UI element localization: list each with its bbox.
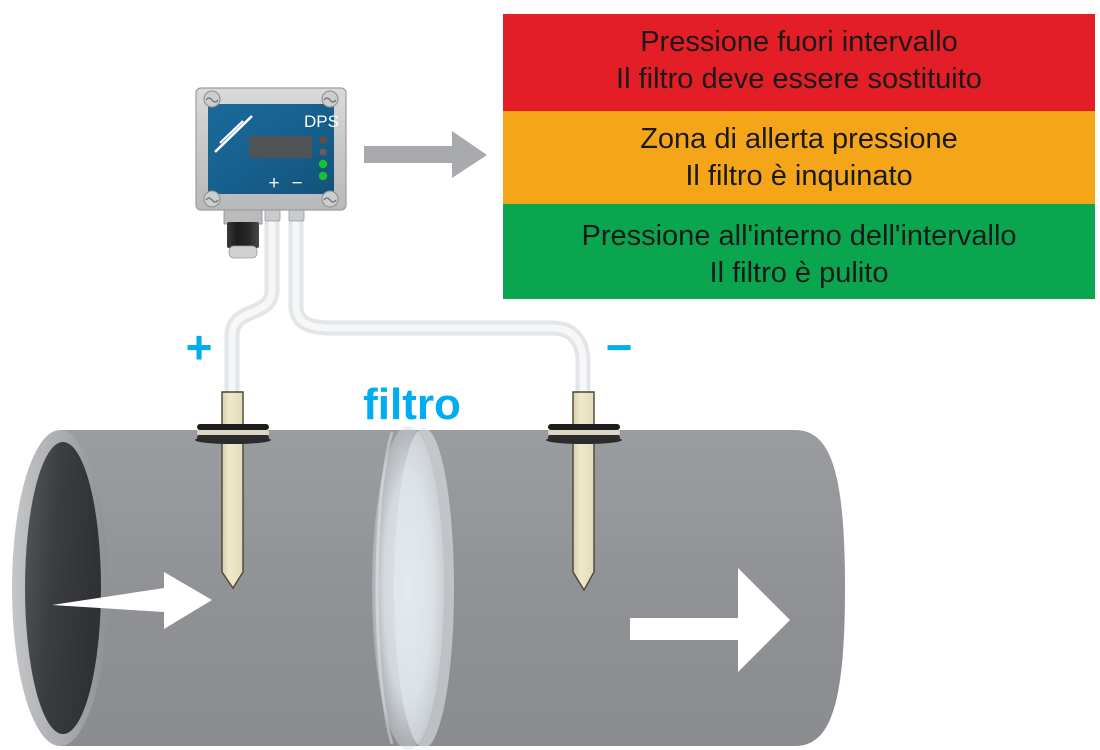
filter-element	[372, 426, 454, 750]
legend-ok-line2: Il filtro è pulito	[710, 257, 889, 289]
probe-plus	[195, 391, 271, 590]
airflow-arrow-outlet	[630, 568, 790, 672]
filter-title-label: filtro	[363, 380, 461, 429]
pressure-tubing	[224, 218, 591, 400]
brand-logo-icon	[214, 115, 253, 153]
legend-alarm-line1: Pressione fuori intervallo	[640, 26, 958, 58]
port-plus-label: +	[186, 321, 213, 373]
screw-top-right	[321, 90, 339, 108]
device-button-plus[interactable]: +	[268, 173, 279, 194]
legend-warning-line1: Zona di allerta pressione	[640, 123, 958, 155]
screw-bottom-right	[321, 190, 339, 208]
probe-minus	[546, 391, 622, 592]
led-red-lower	[319, 148, 327, 156]
device-button-minus[interactable]: −	[291, 173, 302, 194]
led-green-lower	[318, 171, 328, 181]
legend-row-warning: Zona di allerta pressione Il filtro è in…	[503, 111, 1095, 204]
legend-warning-line2: Il filtro è inquinato	[685, 160, 912, 192]
status-legend: Pressione fuori intervallo Il filtro dev…	[503, 14, 1095, 299]
air-duct	[12, 426, 845, 750]
legend-row-ok: Pressione all'interno dell'intervallo Il…	[503, 204, 1095, 299]
probe-minus-flange	[546, 424, 622, 444]
device-brand-label: DPS	[304, 112, 339, 131]
led-red-upper	[319, 136, 327, 144]
port-minus-label: −	[606, 321, 633, 373]
airflow-arrow-inlet	[52, 572, 212, 629]
device-display	[249, 136, 312, 158]
led-green-upper	[318, 159, 328, 169]
duct-opening	[25, 442, 101, 734]
screw-bottom-left	[203, 190, 221, 208]
cable-gland	[223, 207, 263, 259]
probe-plus-flange	[195, 424, 271, 444]
screw-top-left	[203, 90, 221, 108]
legend-alarm-line2: Il filtro deve essere sostituito	[616, 63, 982, 95]
device-to-legend-arrow	[364, 131, 487, 178]
legend-ok-line1: Pressione all'interno dell'intervallo	[581, 220, 1016, 252]
dps-device[interactable]: DPS + −	[195, 87, 347, 259]
legend-row-alarm: Pressione fuori intervallo Il filtro dev…	[503, 14, 1095, 111]
